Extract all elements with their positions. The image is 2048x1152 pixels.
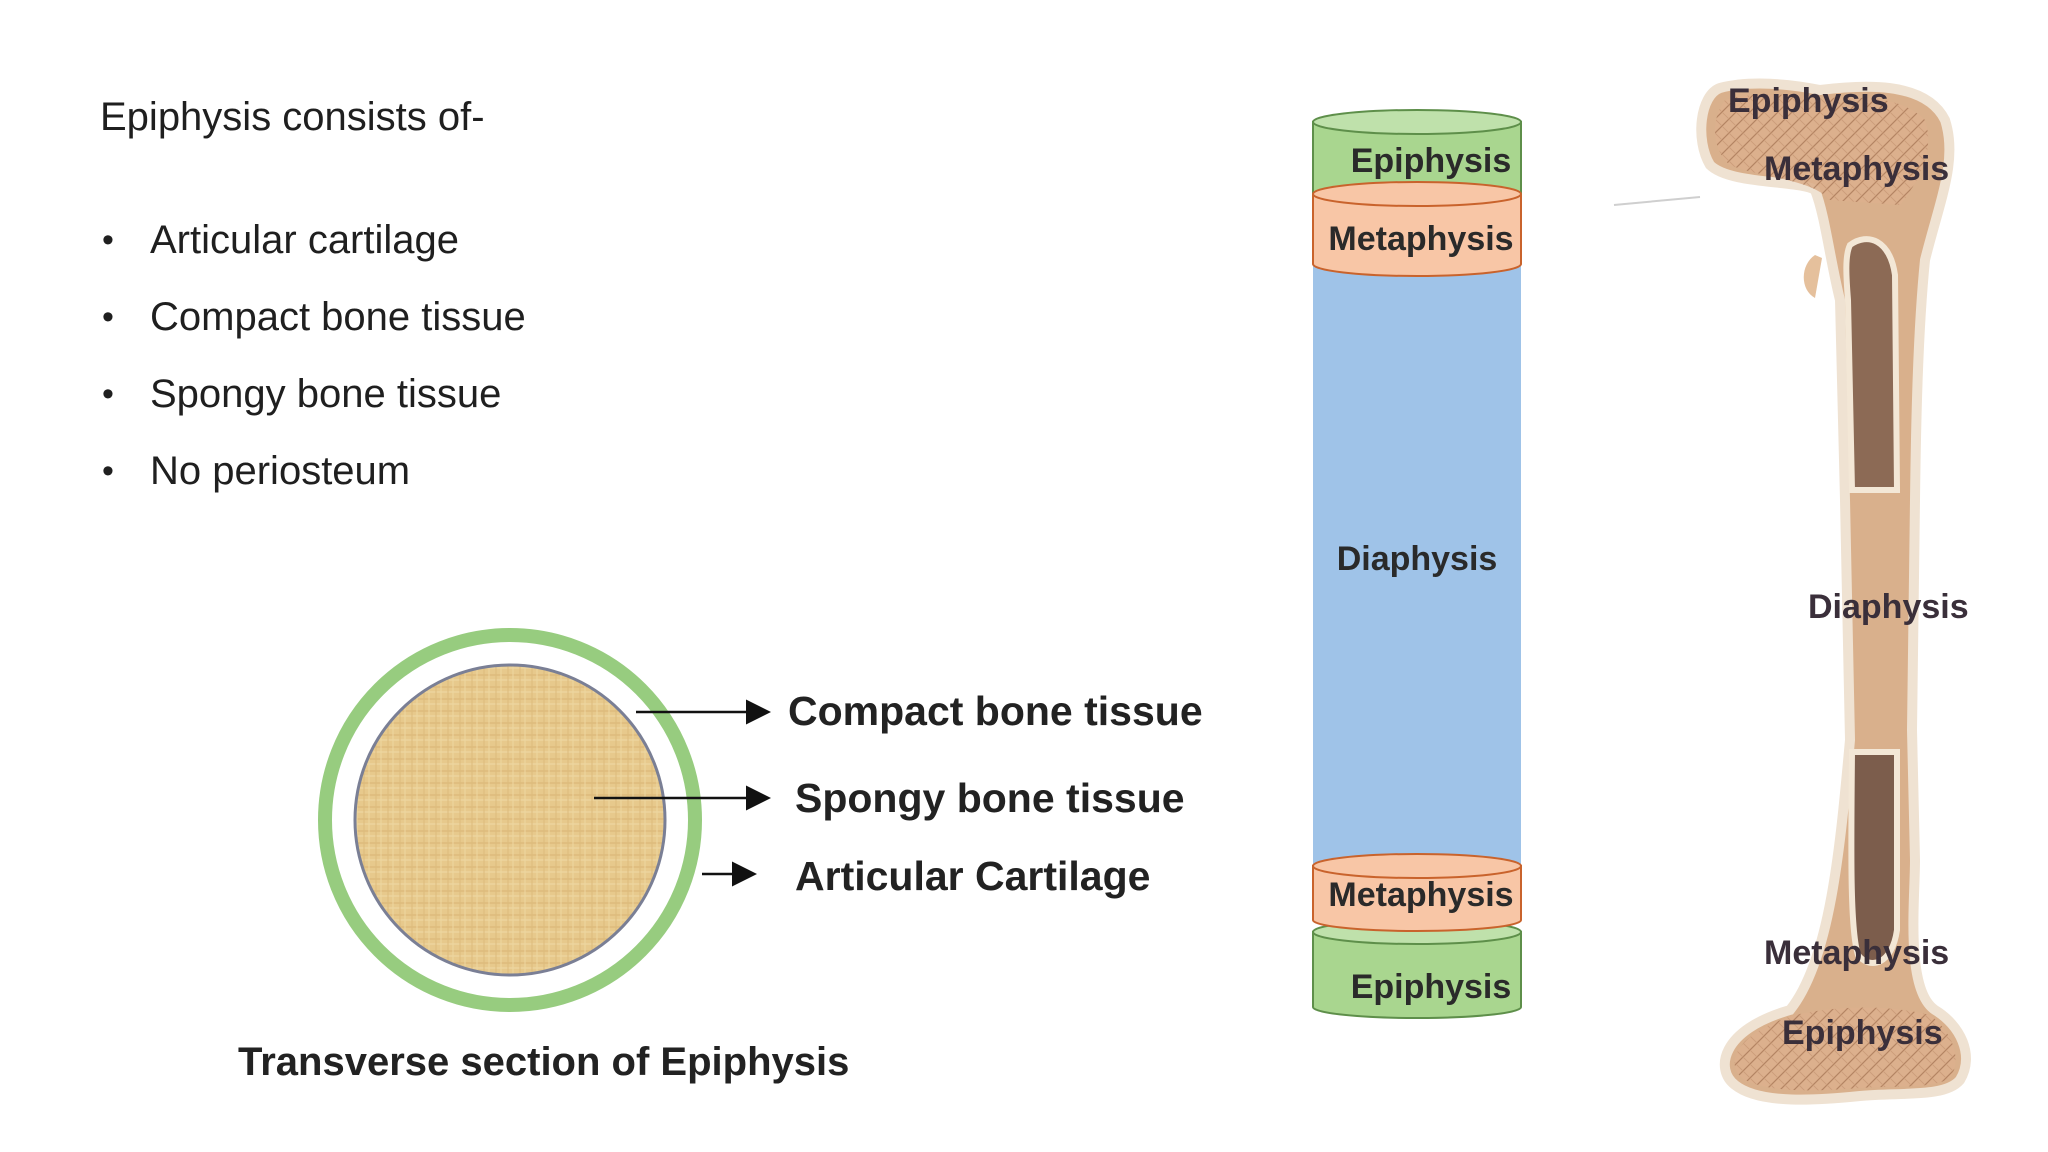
bone-pointer-line bbox=[1613, 196, 1701, 206]
spongy-bone-core bbox=[353, 663, 667, 977]
bone-top-spongy bbox=[1714, 94, 1929, 205]
bone-top-marrow bbox=[1843, 236, 1901, 493]
bullet-text: Compact bone tissue bbox=[150, 295, 526, 339]
cylinder-top-metaphysis-top bbox=[1312, 181, 1522, 207]
cylinder-top-metaphysis-label: Metaphysis bbox=[1328, 220, 1514, 258]
bone-diaphysis-label: Diaphysis bbox=[1808, 588, 1969, 626]
bone-bottom-spongy bbox=[1734, 1007, 1956, 1091]
compact-bone-label: Compact bone tissue bbox=[788, 688, 1203, 734]
bone-head-nub bbox=[1803, 255, 1822, 298]
spongy-bone-label: Spongy bone tissue bbox=[795, 775, 1185, 821]
bullet-glyph: • bbox=[102, 452, 114, 490]
bone-bottom-metaphysis-label: Metaphysis bbox=[1764, 934, 1950, 972]
bone-bottom-epiphysis-label: Epiphysis bbox=[1782, 1014, 1943, 1052]
bullet-text: Articular cartilage bbox=[150, 218, 460, 262]
cylinder-top-metaphysis bbox=[1312, 193, 1522, 277]
cylinder-bottom-metaphysis-label: Metaphysis bbox=[1328, 876, 1514, 914]
bone-top-metaphysis-label: Metaphysis bbox=[1764, 150, 1950, 188]
bullet-glyph: • bbox=[102, 375, 114, 413]
bullet-glyph: • bbox=[102, 221, 114, 259]
cylinder-diaphysis bbox=[1313, 262, 1521, 866]
articular-cartilage-label: Articular Cartilage bbox=[795, 853, 1151, 899]
bullet-item: • Articular cartilage bbox=[100, 212, 526, 289]
cross-section-caption: Transverse section of Epiphysis bbox=[238, 1040, 850, 1084]
slide-heading: Epiphysis consists of- bbox=[100, 95, 485, 139]
bullet-item: • No periosteum bbox=[100, 443, 526, 520]
bullet-glyph: • bbox=[102, 298, 114, 336]
cylinder-diaphysis-label: Diaphysis bbox=[1336, 540, 1498, 578]
bullet-list: • Articular cartilage • Compact bone tissu… bbox=[100, 212, 526, 520]
bullet-item: • Compact bone tissue bbox=[100, 289, 526, 366]
cylinder-top-epiphysis-label: Epiphysis bbox=[1350, 142, 1512, 180]
cylinder-bottom-epiphysis bbox=[1312, 931, 1522, 1019]
cylinder-bottom-metaphysis-top bbox=[1312, 853, 1522, 879]
bullet-text: Spongy bone tissue bbox=[150, 372, 502, 416]
cylinder-top-cap bbox=[1312, 109, 1522, 135]
bone-top-epiphysis-label: Epiphysis bbox=[1728, 82, 1889, 120]
bone-bottom-marrow bbox=[1848, 749, 1900, 966]
cylinder-bottom-metaphysis bbox=[1312, 865, 1522, 932]
cylinder-bottom-epiphysis-label: Epiphysis bbox=[1350, 968, 1512, 1006]
bullet-item: • Spongy bone tissue bbox=[100, 366, 526, 443]
bullet-text: No periosteum bbox=[150, 449, 411, 493]
